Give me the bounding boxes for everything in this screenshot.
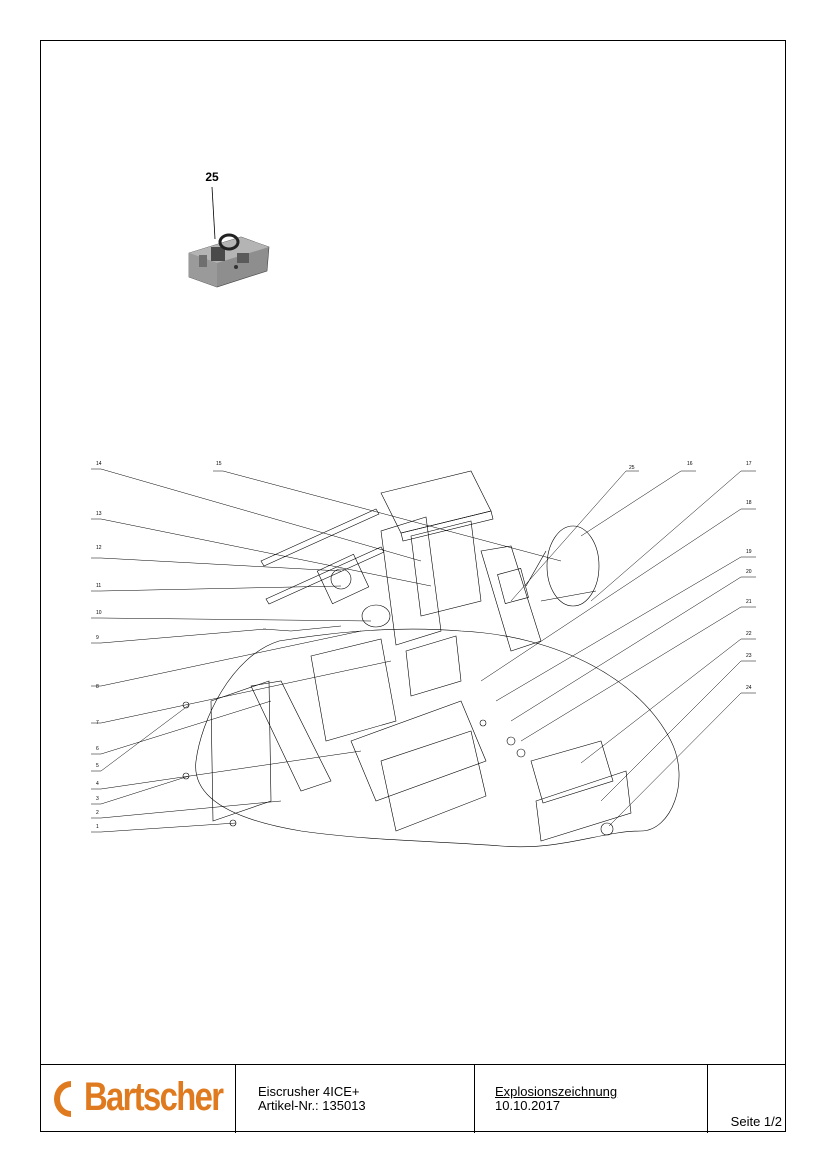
- callout-5: 5: [96, 763, 99, 769]
- callout-2: 2: [96, 810, 99, 816]
- article-number: Artikel-Nr.: 135013: [258, 1098, 366, 1113]
- callout-12: 12: [96, 545, 102, 551]
- callout-20: 20: [746, 569, 752, 575]
- drawing-date: 10.10.2017: [495, 1098, 561, 1113]
- drawing-sheet: 25: [40, 40, 786, 1133]
- page-number: Seite 1/2: [730, 1114, 782, 1129]
- callout-18: 18: [746, 500, 752, 506]
- part-25-callout: 25: [205, 170, 219, 184]
- product-name: Eiscrusher 4ICE+: [258, 1084, 360, 1099]
- callout-6: 6: [96, 746, 99, 752]
- drawing-info-cell: Explosionszeichnung 10.10.2017: [475, 1065, 708, 1133]
- callout-8: 8: [96, 684, 99, 690]
- title-block: Bartscher Eiscrusher 4ICE+ Artikel-Nr.: …: [40, 1064, 786, 1133]
- callout-21: 21: [746, 599, 752, 605]
- callout-23: 23: [746, 653, 752, 659]
- bartscher-logo-mark-icon: [54, 1081, 71, 1117]
- callout-3: 3: [96, 796, 99, 802]
- logo-cell: Bartscher: [40, 1065, 236, 1133]
- exploded-view-drawing: 14 15 25 16 17 18 13 12 11 10 9 8 7 6 5 …: [91, 461, 756, 848]
- drawing-type: Explosionszeichnung: [495, 1084, 618, 1099]
- callout-4: 4: [96, 781, 99, 787]
- callout-10: 10: [96, 610, 102, 616]
- callout-16: 16: [687, 461, 693, 467]
- callout-17: 17: [746, 461, 752, 467]
- callout-11: 11: [96, 583, 101, 589]
- callout-7: 7: [96, 720, 99, 726]
- callout-13: 13: [96, 511, 102, 517]
- callout-22: 22: [746, 631, 752, 637]
- page-cell: Seite 1/2: [708, 1065, 786, 1133]
- callout-14: 14: [96, 461, 102, 467]
- brand-logo: Bartscher: [84, 1075, 224, 1119]
- product-cell: Eiscrusher 4ICE+ Artikel-Nr.: 135013: [236, 1065, 475, 1133]
- callout-9: 9: [96, 635, 99, 641]
- part-25-photo: [188, 186, 270, 288]
- callout-15: 15: [216, 461, 222, 467]
- callout-1: 1: [96, 824, 99, 830]
- callout-25: 25: [629, 465, 635, 471]
- callout-24: 24: [746, 685, 752, 691]
- callout-19: 19: [746, 549, 752, 555]
